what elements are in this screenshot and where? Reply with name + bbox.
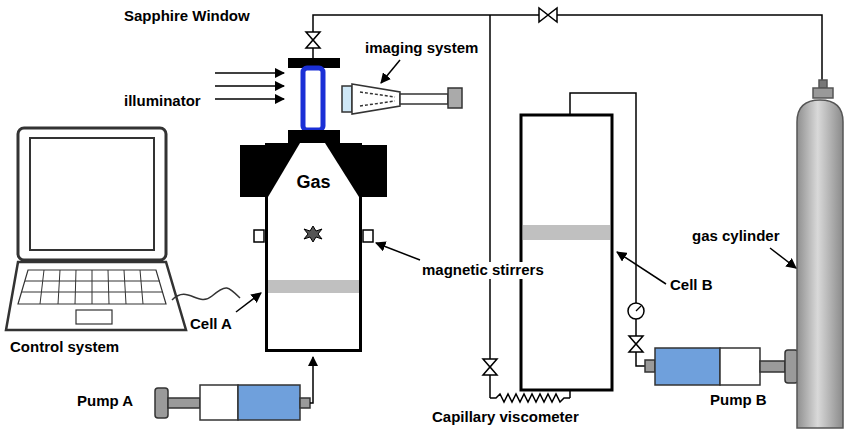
leader-arrow bbox=[236, 293, 261, 312]
pressure-gauge bbox=[628, 303, 644, 319]
light-ray bbox=[215, 98, 284, 100]
pump-a bbox=[238, 385, 300, 420]
laptop bbox=[6, 128, 186, 330]
part-label: illuminator bbox=[122, 93, 203, 110]
gas-pipe bbox=[313, 15, 822, 398]
part-label: Sapphire Window bbox=[122, 8, 252, 25]
pump-b bbox=[720, 348, 760, 385]
pump-b bbox=[655, 348, 720, 385]
part-label: gas cylinder bbox=[690, 228, 782, 245]
imaging-system bbox=[448, 88, 462, 108]
cell-a-head bbox=[359, 145, 387, 197]
part-label: Cell B bbox=[668, 277, 715, 294]
gas-cylinder bbox=[797, 80, 843, 428]
data-cable bbox=[172, 288, 240, 300]
part-label: magnetic stirrers bbox=[420, 262, 546, 279]
sapphire-window bbox=[303, 68, 323, 130]
leader-arrow bbox=[617, 252, 666, 284]
stirrer bbox=[304, 226, 322, 242]
light-ray bbox=[215, 85, 284, 87]
valve bbox=[629, 336, 643, 344]
pump-a bbox=[155, 385, 310, 420]
light-ray bbox=[215, 73, 284, 99]
pump-b bbox=[645, 348, 798, 385]
stirrer bbox=[363, 230, 373, 242]
imaging-system bbox=[342, 84, 462, 114]
valve bbox=[539, 8, 548, 22]
cell-b-vessel bbox=[521, 115, 612, 390]
sapphire-window bbox=[288, 58, 340, 143]
piston bbox=[268, 280, 359, 293]
valve bbox=[548, 8, 557, 22]
cell-a-vessel: Gas bbox=[265, 143, 362, 352]
part-label: Capillary viscometer bbox=[430, 409, 581, 426]
sapphire-window bbox=[288, 130, 340, 143]
cell-b-vessel bbox=[521, 115, 612, 390]
pump-b bbox=[785, 350, 798, 383]
part-label: imaging system bbox=[363, 40, 480, 57]
cell-a-head bbox=[240, 145, 268, 197]
valve bbox=[483, 359, 497, 367]
valve bbox=[306, 40, 320, 48]
pump-a bbox=[200, 385, 238, 420]
pump-a bbox=[300, 398, 310, 408]
pump-b bbox=[645, 360, 655, 372]
imaging-system bbox=[342, 86, 352, 112]
piston bbox=[268, 280, 359, 293]
leader-arrow bbox=[236, 60, 796, 312]
imaging-system bbox=[400, 94, 448, 104]
cell-a-head bbox=[325, 143, 362, 197]
leader-arrow bbox=[770, 248, 796, 268]
vessel-content: Gas bbox=[268, 173, 359, 193]
imaging-system bbox=[360, 92, 395, 106]
capillary-coil bbox=[490, 394, 570, 402]
cell-b-vessel bbox=[523, 225, 610, 240]
part-label: Pump B bbox=[708, 392, 769, 409]
gas-cylinder bbox=[819, 80, 827, 88]
pump-a bbox=[168, 398, 200, 408]
pressure-gauge bbox=[636, 306, 641, 311]
valve bbox=[483, 367, 497, 375]
part-label: Cell A bbox=[188, 316, 234, 333]
cell-a-head bbox=[240, 143, 387, 197]
part-label: Pump A bbox=[75, 393, 135, 410]
valve bbox=[629, 344, 643, 352]
valve bbox=[306, 32, 320, 40]
laptop bbox=[22, 270, 163, 304]
pump-b bbox=[760, 361, 785, 372]
light-ray bbox=[215, 72, 284, 74]
laptop bbox=[6, 262, 186, 330]
part-label: Control system bbox=[8, 339, 121, 356]
stirrer bbox=[254, 226, 373, 242]
feed-line bbox=[310, 357, 313, 403]
laptop bbox=[76, 310, 112, 324]
pump-a bbox=[155, 388, 168, 418]
leader-arrow bbox=[381, 60, 400, 83]
gas-cylinder bbox=[797, 100, 843, 428]
stirrer bbox=[254, 230, 264, 242]
gas-pipe bbox=[313, 15, 822, 85]
laptop bbox=[30, 138, 154, 250]
gas-cylinder bbox=[813, 88, 833, 98]
leader-arrow bbox=[376, 243, 420, 260]
laptop bbox=[18, 128, 166, 260]
imaging-system bbox=[352, 84, 400, 114]
gas-pipe bbox=[489, 15, 491, 398]
data-cable bbox=[172, 288, 240, 300]
cell-a-head bbox=[265, 143, 300, 197]
pressure-gauge bbox=[628, 303, 644, 319]
feed-line bbox=[310, 357, 313, 403]
capillary-coil bbox=[490, 394, 570, 402]
laptop bbox=[18, 270, 166, 304]
